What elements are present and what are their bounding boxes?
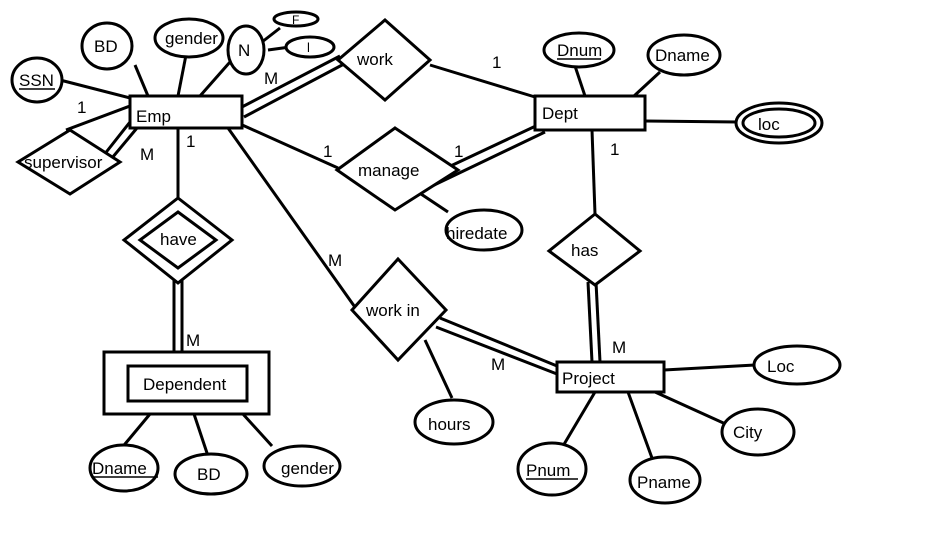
attribute-ssn: SSN	[10, 56, 64, 104]
relationship-has-label: has	[571, 241, 598, 260]
attribute-emp-bd: BD	[80, 21, 134, 71]
attribute-gender: gender	[153, 17, 225, 59]
attribute-pnum: Pnum	[516, 441, 588, 497]
attribute-loc-label: loc	[758, 115, 780, 134]
attribute-dependent-bd: BD	[173, 452, 249, 496]
entity-dept-label: Dept	[542, 104, 578, 123]
relationship-manage: manage	[334, 126, 461, 212]
cardinality-has-dept: 1	[610, 140, 619, 159]
cardinality-work-in-emp: M	[328, 251, 342, 270]
entity-project-label: Project	[562, 369, 615, 388]
attribute-hiredate-label: hiredate	[446, 224, 507, 243]
cardinality-work-emp: M	[264, 69, 278, 88]
attribute-dname: Dname	[646, 33, 722, 77]
attribute-lname: l	[284, 35, 336, 59]
entity-dept: Dept	[533, 94, 647, 132]
relationship-work-in-label: work in	[365, 301, 420, 320]
attribute-dnum: Dnum	[542, 31, 616, 69]
attribute-pname-label: Pname	[637, 473, 691, 492]
attribute-fname-label: F	[292, 13, 299, 27]
relationship-supervisor-label: supervisor	[24, 153, 103, 172]
attribute-gender-label: gender	[165, 29, 218, 48]
attribute-hiredate: hiredate	[444, 208, 524, 252]
attribute-name-label: N	[238, 41, 250, 60]
attribute-dependent-dname-label: Dname	[92, 459, 147, 478]
attribute-hours-label: hours	[428, 415, 471, 434]
cardinality-manage-dept: 1	[454, 142, 463, 161]
attribute-emp-bd-label: BD	[94, 37, 118, 56]
attribute-ssn-label: SSN	[19, 71, 54, 90]
attribute-loc-multivalued: loc	[734, 101, 824, 145]
cardinality-supervisor-one: 1	[77, 98, 86, 117]
cardinality-work-dept: 1	[492, 53, 501, 72]
cardinality-has-project: M	[612, 338, 626, 357]
attribute-fname: F	[272, 10, 320, 28]
attribute-dependent-gender-label: gender	[281, 459, 334, 478]
attribute-hours: hours	[413, 398, 495, 446]
connectors	[59, 26, 756, 459]
entity-dependent-label: Dependent	[143, 375, 226, 394]
relationship-work-in: work in	[349, 256, 449, 363]
relationship-supervisor: supervisor	[15, 128, 123, 196]
weak-entity-dependent: Dependent	[102, 350, 271, 416]
attribute-dependent-bd-label: BD	[197, 465, 221, 484]
entity-project: Project	[555, 360, 666, 394]
entity-emp-label: Emp	[136, 107, 171, 126]
cardinality-have-dependent: M	[186, 331, 200, 350]
attribute-dependent-gender: gender	[262, 444, 342, 488]
relationship-has: has	[546, 212, 643, 287]
cardinality-have-emp: 1	[186, 132, 195, 151]
identifying-relationship-have: have	[121, 196, 235, 285]
relationship-work-label: work	[356, 50, 393, 69]
attribute-city: City	[720, 407, 796, 457]
attribute-pnum-label: Pnum	[526, 461, 570, 480]
attribute-city-label: City	[733, 423, 763, 442]
attribute-dependent-dname: Dname	[88, 443, 160, 493]
attribute-dname-label: Dname	[655, 46, 710, 65]
relationship-manage-label: manage	[358, 161, 419, 180]
cardinality-supervisor-many: M	[140, 145, 154, 164]
attribute-name: N	[226, 24, 266, 76]
attribute-dnum-label: Dnum	[557, 41, 602, 60]
cardinality-work-in-project: M	[491, 355, 505, 374]
attribute-project-loc-label: Loc	[767, 357, 795, 376]
relationship-work: work	[335, 18, 433, 102]
attribute-lname-label: l	[307, 40, 310, 55]
cardinality-manage-emp: 1	[323, 142, 332, 161]
entity-emp: Emp	[128, 94, 244, 130]
attribute-pname: Pname	[628, 455, 702, 505]
cardinality-labels: M 1 1 1 1 M 1 M M M 1 M	[77, 53, 626, 374]
relationship-have-label: have	[160, 230, 197, 249]
attribute-project-loc: Loc	[752, 344, 842, 386]
